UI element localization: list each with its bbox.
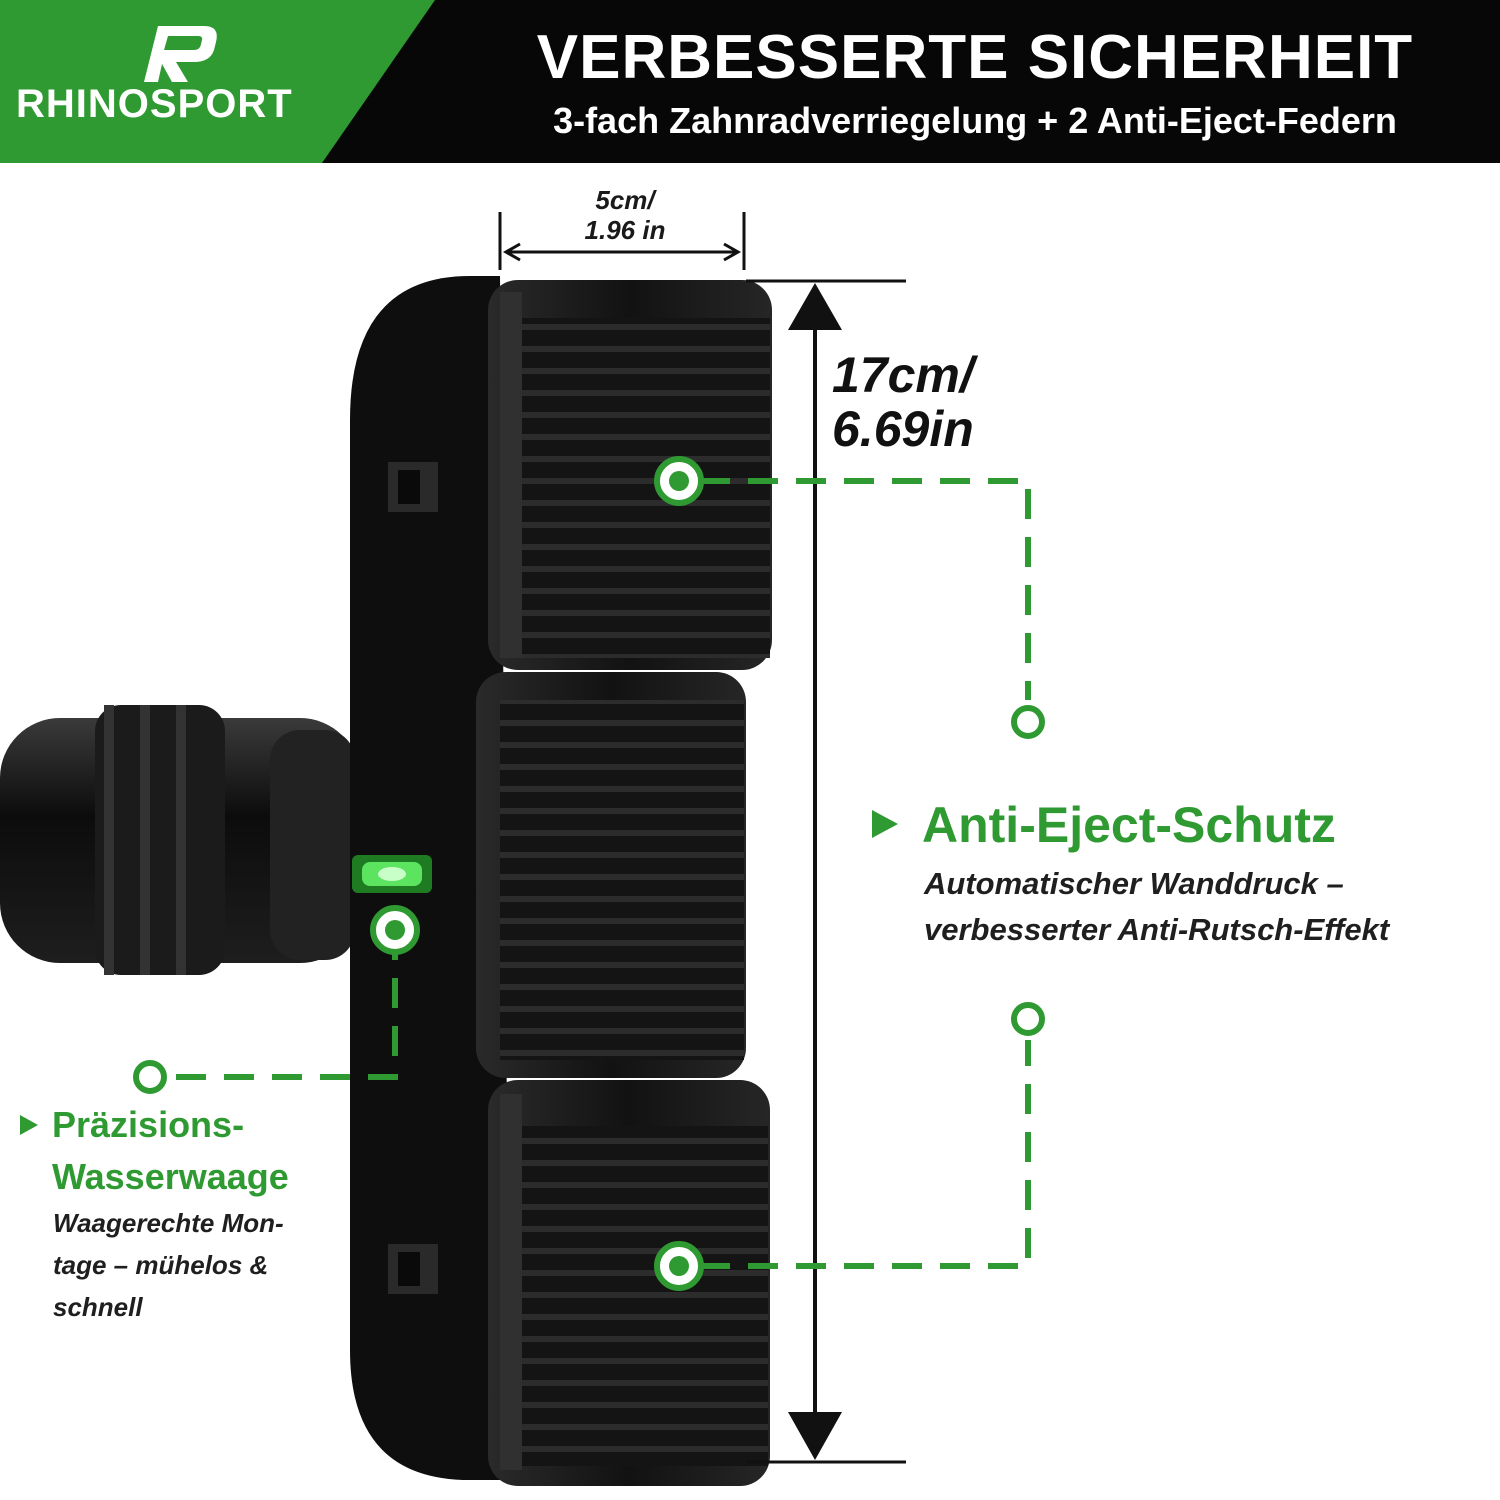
play-arrow-icon bbox=[20, 1115, 38, 1135]
grip-pad-middle bbox=[476, 672, 746, 1078]
anti-eject-desc-2: verbesserter Anti-Rutsch-Effekt bbox=[924, 912, 1390, 947]
level-desc-3: schnell bbox=[53, 1292, 143, 1322]
callout-lines bbox=[165, 478, 1031, 1269]
grip-pad-bottom bbox=[488, 1080, 770, 1486]
header-bar: RHINOSPORT VERBESSERTE SICHERHEIT 3-fach… bbox=[0, 0, 1500, 163]
height-label-in: 6.69in bbox=[832, 401, 974, 457]
level-title-2: Wasserwaage bbox=[52, 1156, 289, 1197]
page-title: VERBESSERTE SICHERHEIT bbox=[536, 23, 1414, 92]
level-title-1: Präzisions- bbox=[52, 1104, 245, 1145]
brand-name: RHINOSPORT bbox=[16, 82, 293, 126]
logo-panel bbox=[0, 0, 435, 163]
brand-logo-icon bbox=[144, 26, 217, 82]
width-dimension-line bbox=[498, 212, 746, 270]
width-label: 5cm/ 1.96 in bbox=[555, 185, 695, 245]
pull-up-bar-tube bbox=[0, 705, 360, 975]
page-subtitle: 3-fach Zahnradverriegelung + 2 Anti-Ejec… bbox=[553, 100, 1397, 141]
height-dimension-line bbox=[746, 279, 906, 1464]
grip-pad-top bbox=[488, 280, 772, 670]
callout-dot-icon bbox=[133, 456, 1045, 1291]
anti-eject-title: Anti-Eject-Schutz bbox=[922, 797, 1336, 853]
height-label: 17cm/ 6.69in bbox=[832, 348, 1032, 456]
bubble-level bbox=[352, 855, 432, 893]
play-arrow-icon bbox=[872, 810, 898, 838]
anti-eject-desc-1: Automatischer Wanddruck – bbox=[924, 866, 1344, 901]
width-label-in: 1.96 in bbox=[584, 215, 666, 245]
width-label-cm: 5cm/ bbox=[595, 185, 655, 215]
level-desc-1: Waagerechte Mon- bbox=[53, 1208, 284, 1238]
height-label-cm: 17cm/ bbox=[832, 347, 974, 403]
level-desc-2: tage – mühelos & bbox=[53, 1250, 269, 1280]
